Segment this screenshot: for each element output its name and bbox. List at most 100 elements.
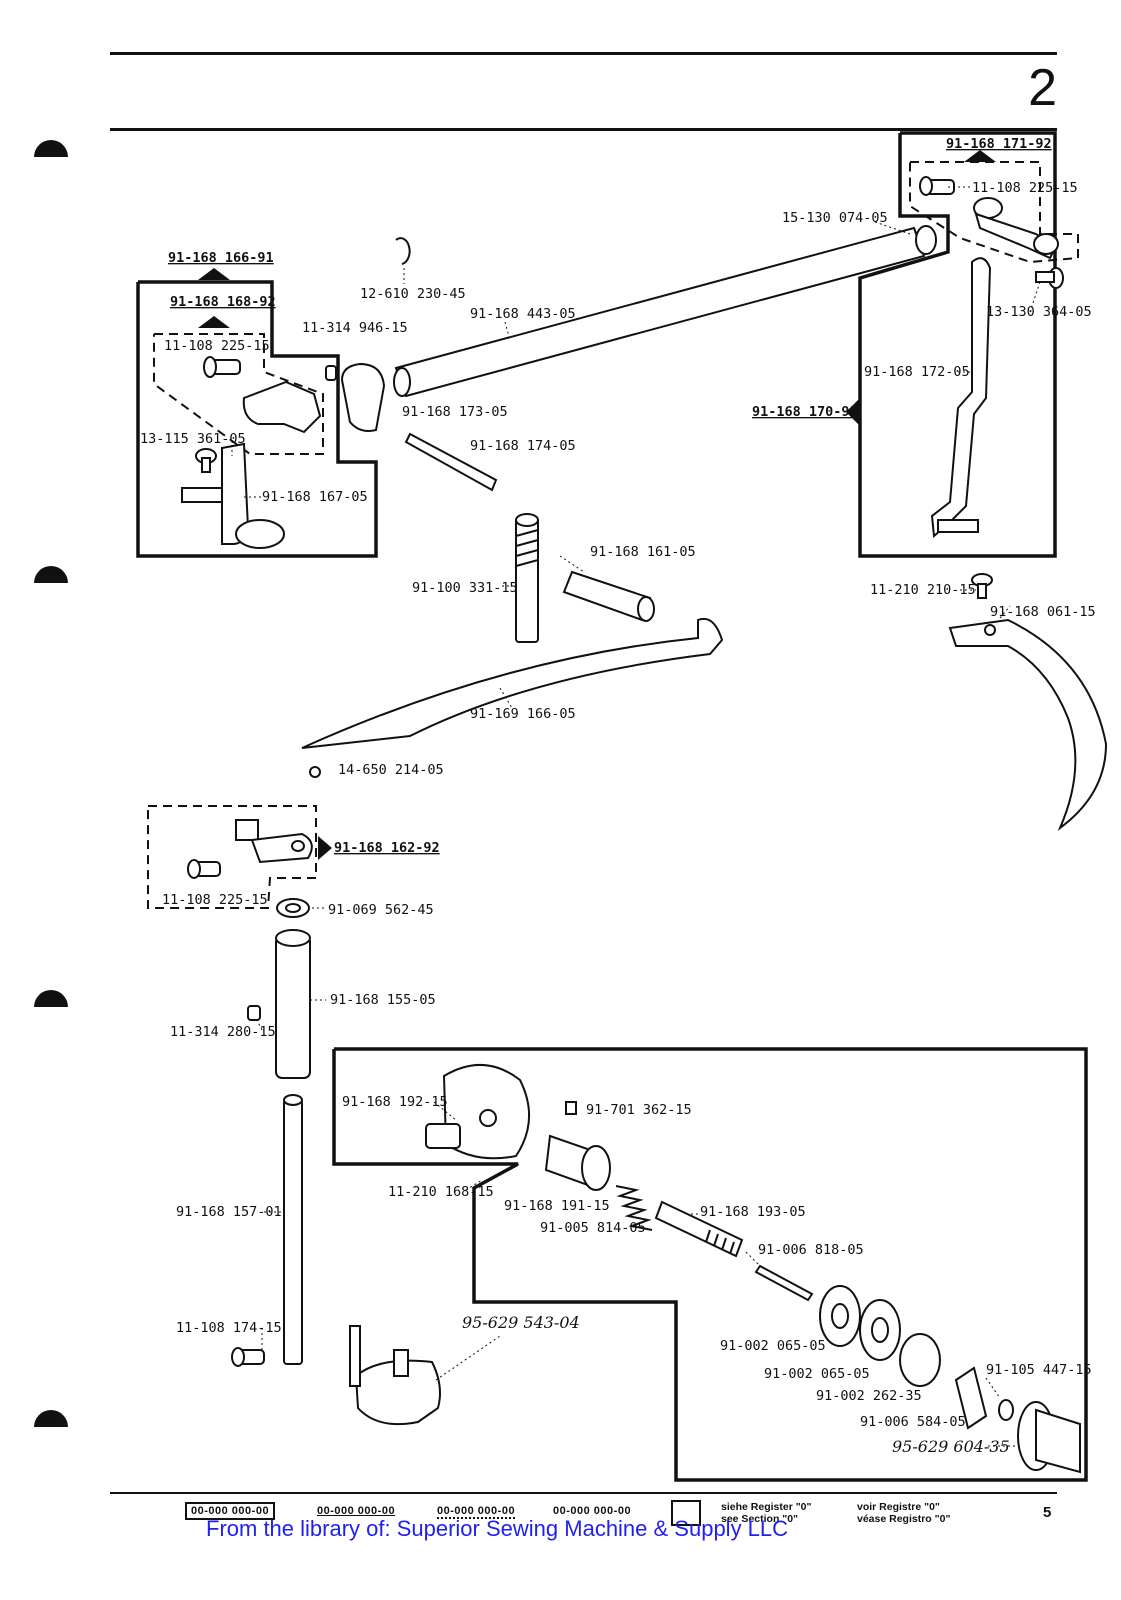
curved-knife-part (948, 618, 1108, 832)
part-label: 11-314 280-15 (170, 1024, 276, 1040)
part-label: 91-168 167-05 (262, 489, 368, 505)
part-label-handwritten: 95-629 604-35 (892, 1437, 1010, 1456)
dashed-right-subassembly (909, 161, 1079, 264)
part-label: 11-108 225-15 (972, 180, 1078, 196)
screw-part (919, 176, 955, 196)
punch-hole-mark (34, 990, 68, 1007)
tension-disc-hole (871, 1317, 889, 1343)
curved-lever-part (301, 618, 724, 749)
arrow-up-marker (964, 150, 996, 162)
coil-spring-part (615, 1185, 653, 1231)
ball-part (309, 766, 321, 778)
tension-knob-part (1017, 1401, 1081, 1474)
tension-plate-part (425, 1064, 530, 1160)
assembly-label-right-frame: 91-168 170-91 (752, 404, 858, 420)
arrow-up-marker (198, 316, 230, 328)
part-label: 91-168 161-05 (590, 544, 696, 560)
screw-part (187, 859, 221, 879)
retaining-ring-part (395, 237, 411, 265)
footer-rule (110, 1492, 1057, 1494)
part-label: 91-168 157-01 (176, 1204, 282, 1220)
legend-key-dotted: 00-000 000-00 (437, 1505, 516, 1519)
section-number: 2 (1028, 59, 1057, 117)
part-label: 91-002 262-35 (816, 1388, 922, 1404)
bushing-part (275, 929, 311, 1079)
legend-empty-box (671, 1500, 701, 1526)
library-watermark: From the library of: Superior Sewing Mac… (206, 1516, 789, 1541)
clamp-part (235, 819, 313, 864)
nut-part (899, 1333, 941, 1387)
shaft-part (393, 225, 937, 398)
small-spring-part (565, 1101, 577, 1115)
collar-part (340, 362, 386, 432)
assembly-label-top-right: 91-168 171-92 (946, 136, 1052, 152)
vertical-shaft-part (283, 1094, 303, 1365)
threaded-stud-part (654, 1200, 744, 1258)
part-label: 91-168 193-05 (700, 1204, 806, 1220)
screw-part (203, 356, 241, 378)
stud-part (1035, 267, 1064, 289)
part-label: 12-610 230-45 (360, 286, 466, 302)
part-label: 13-115 361-05 (140, 431, 246, 447)
punch-hole-mark (34, 566, 68, 583)
assembly-label-mid-left: 91-168 162-92 (334, 840, 440, 856)
part-label: 91-168 192-15 (342, 1094, 448, 1110)
washer-hole (285, 903, 301, 913)
part-label: 15-130 074-05 (782, 210, 888, 226)
part-label: 91-168 443-05 (470, 306, 576, 322)
pin-part (754, 1264, 814, 1302)
part-label: 91-168 173-05 (402, 404, 508, 420)
cone-spring-part (954, 1366, 988, 1430)
part-label: 91-002 065-05 (720, 1338, 826, 1354)
crank-arm-part (973, 197, 1059, 260)
stud-part (195, 448, 217, 473)
tension-disc-hole (831, 1303, 849, 1329)
part-label: 13-130 364-05 (986, 304, 1092, 320)
part-label: 91-006 818-05 (758, 1242, 864, 1258)
punch-hole-mark (34, 1410, 68, 1427)
part-label: 11-210 210-15 (870, 582, 976, 598)
part-label: 91-002 065-05 (764, 1366, 870, 1382)
part-label: 91-005 814-05 (540, 1220, 646, 1236)
part-label: 91-168 155-05 (330, 992, 436, 1008)
screw-part (971, 573, 993, 599)
part-label: 91-006 584-05 (860, 1414, 966, 1430)
legend-note-es: véase Registro "0" (857, 1513, 951, 1525)
part-label: 91-168 061-15 (990, 604, 1096, 620)
arrow-right-marker (318, 836, 332, 860)
legend-key-boxed: 00-000 000-00 (185, 1502, 276, 1520)
legend-key-underlined: 00-000 000-00 (317, 1505, 396, 1517)
legend-note-en: see Section "0" (721, 1513, 799, 1525)
part-label: 91-069 562-45 (328, 902, 434, 918)
leader-lines (231, 186, 1041, 1447)
legend-note-fr: voir Registre "0" (857, 1501, 940, 1513)
part-label: 91-168 174-05 (470, 438, 576, 454)
screw-part (231, 1347, 265, 1367)
part-label: 91-169 166-05 (470, 706, 576, 722)
threaded-post-part (515, 513, 539, 643)
punch-hole-mark (34, 140, 68, 157)
cam-part (349, 1325, 441, 1426)
top-rule (110, 52, 1057, 55)
part-label: 11-108 225-15 (164, 338, 270, 354)
dashed-top-left-subassembly (153, 333, 324, 455)
arrow-left-marker (846, 398, 860, 426)
pin-part (404, 432, 498, 492)
legend: 00-000 000-00 00-000 000-00 00-000 000-0… (185, 1500, 1065, 1530)
frame-tension-assembly (332, 1047, 1088, 1482)
dashed-mid-left-subassembly (147, 805, 317, 909)
part-label-handwritten: 95-629 543-04 (462, 1313, 580, 1332)
small-ring-part (998, 1399, 1014, 1421)
legend-key-plain: 00-000 000-00 (553, 1505, 632, 1517)
header-rule (110, 128, 1057, 131)
part-label: 11-314 946-15 (302, 320, 408, 336)
crank-lever-part (930, 257, 992, 539)
part-label: 11-108 174-15 (176, 1320, 282, 1336)
set-screw-part (325, 365, 337, 381)
assembly-label-top-left: 91-168 166-91 (168, 250, 274, 266)
assembly-label-top-left-sub: 91-168 168-92 (170, 294, 276, 310)
cylinder-part (562, 570, 655, 622)
part-label: 91-168 191-15 (504, 1198, 610, 1214)
clamp-bracket-part (242, 380, 322, 434)
